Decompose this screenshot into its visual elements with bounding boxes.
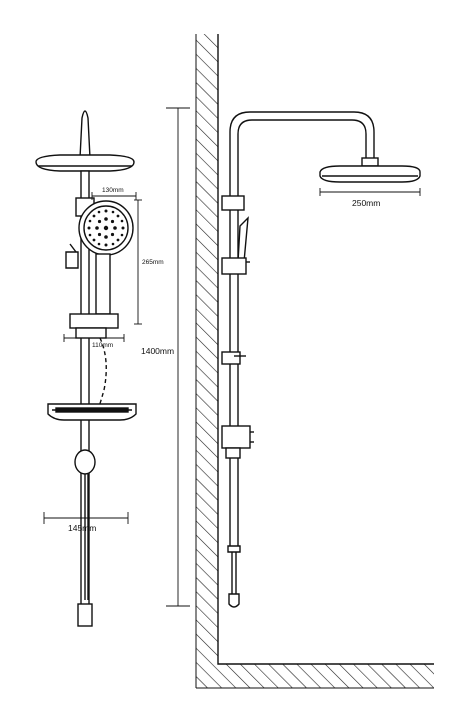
gooseneck-arm xyxy=(229,111,375,196)
wall xyxy=(195,34,434,689)
dim-label-110: 110mm xyxy=(92,342,113,349)
handset-side xyxy=(237,216,249,263)
dim-label-130: 130mm xyxy=(102,187,124,194)
front-view xyxy=(35,110,137,627)
diverter-side xyxy=(221,425,251,449)
diverter-bracket xyxy=(69,313,119,329)
spray-nozzles xyxy=(87,209,125,247)
rain-head-front xyxy=(35,154,135,172)
slider-bracket xyxy=(221,257,247,275)
hose-curve xyxy=(97,337,107,411)
dim-label-145: 145mm xyxy=(68,523,96,533)
soap-dish-side xyxy=(221,351,241,365)
side-view xyxy=(221,111,421,608)
handset-handle xyxy=(95,253,111,315)
bottom-fitting xyxy=(77,603,93,627)
front-dimension-lines xyxy=(43,107,190,607)
lower-knob xyxy=(74,449,96,475)
dim-label-250: 250mm xyxy=(352,198,380,208)
riser-top-arm xyxy=(79,110,91,159)
upper-bracket xyxy=(221,195,245,211)
dim-label-1400: 1400mm xyxy=(141,346,174,356)
dim-label-265: 265mm xyxy=(142,259,164,266)
hose-end-fitting xyxy=(228,593,240,608)
rain-head-side xyxy=(319,165,421,183)
side-dimension-lines xyxy=(319,188,421,196)
